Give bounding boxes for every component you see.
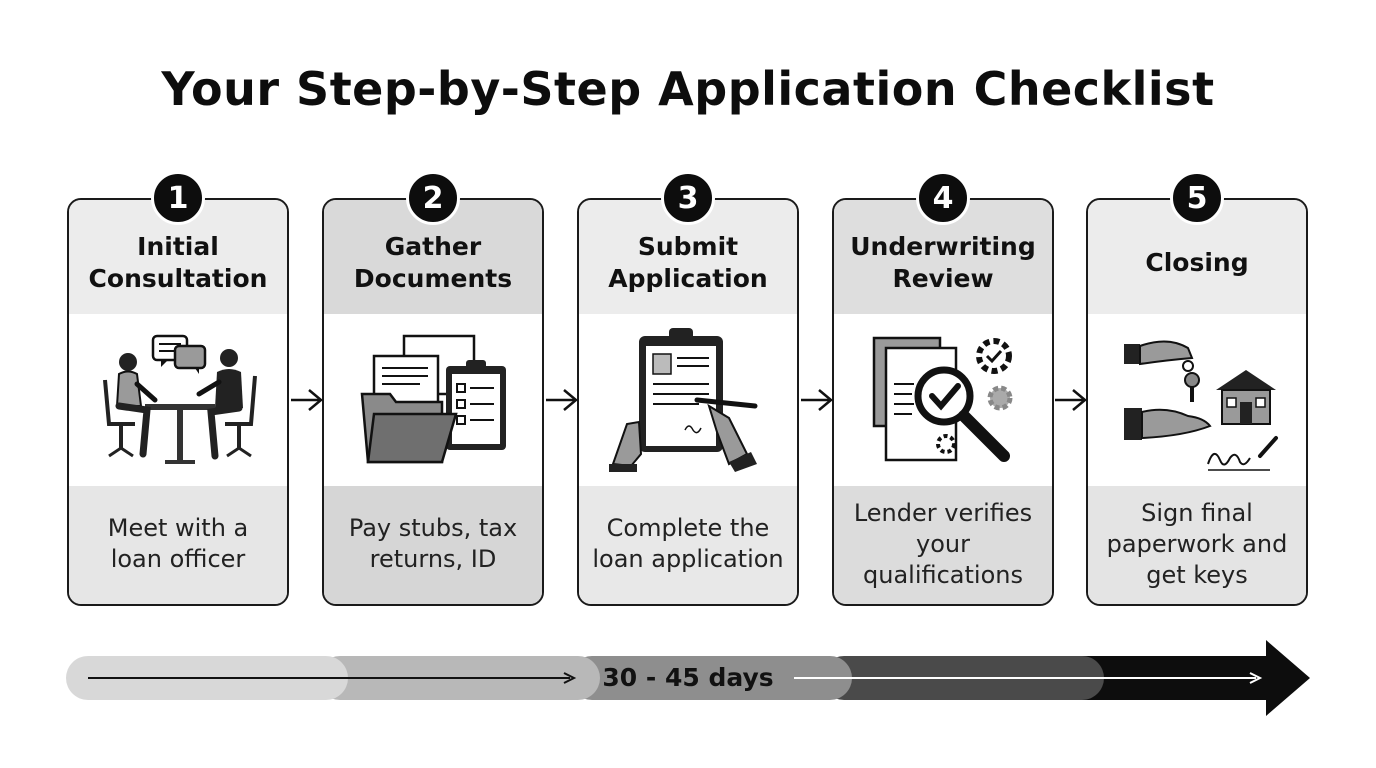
step-number-badge: 1 [151,171,205,225]
step-number-badge: 2 [406,171,460,225]
page-title: Your Step-by-Step Application Checklist [161,62,1215,116]
arrow-right-icon [291,389,323,411]
step-number-badge: 3 [661,171,715,225]
step-number-badge: 5 [1170,171,1224,225]
timeline-segment [570,656,852,700]
keys-house-icon [1088,314,1306,486]
step-description: Complete the loan application [579,486,797,604]
step-number-badge: 4 [916,171,970,225]
consultation-illustration-icon [69,314,287,486]
arrow-right-icon [801,389,833,411]
timeline-label: 30 - 45 days [602,663,774,692]
timeline-bar [66,640,1310,716]
step-description: Meet with a loan officer [69,486,287,604]
documents-folder-icon [324,314,542,486]
arrow-right-icon [1055,389,1087,411]
step-description: Sign final paperwork and get keys [1088,486,1306,604]
step-card-closing: Closing Sign final paperwork and get key… [1086,198,1308,606]
clipboard-signature-icon [579,314,797,486]
step-card-initial-consultation: Initial Consultation [67,198,289,606]
magnifier-gears-icon [834,314,1052,486]
step-card-gather-documents: Gather Documents Pay stubs, tax returns,… [322,198,544,606]
step-card-submit-application: Submit Application Complete the loan app… [577,198,799,606]
arrow-right-icon [546,389,578,411]
step-card-underwriting-review: Underwriting Review Lender verifies your… [832,198,1054,606]
step-description: Pay stubs, tax returns, ID [324,486,542,604]
step-description: Lender verifies your qualifications [834,486,1052,604]
